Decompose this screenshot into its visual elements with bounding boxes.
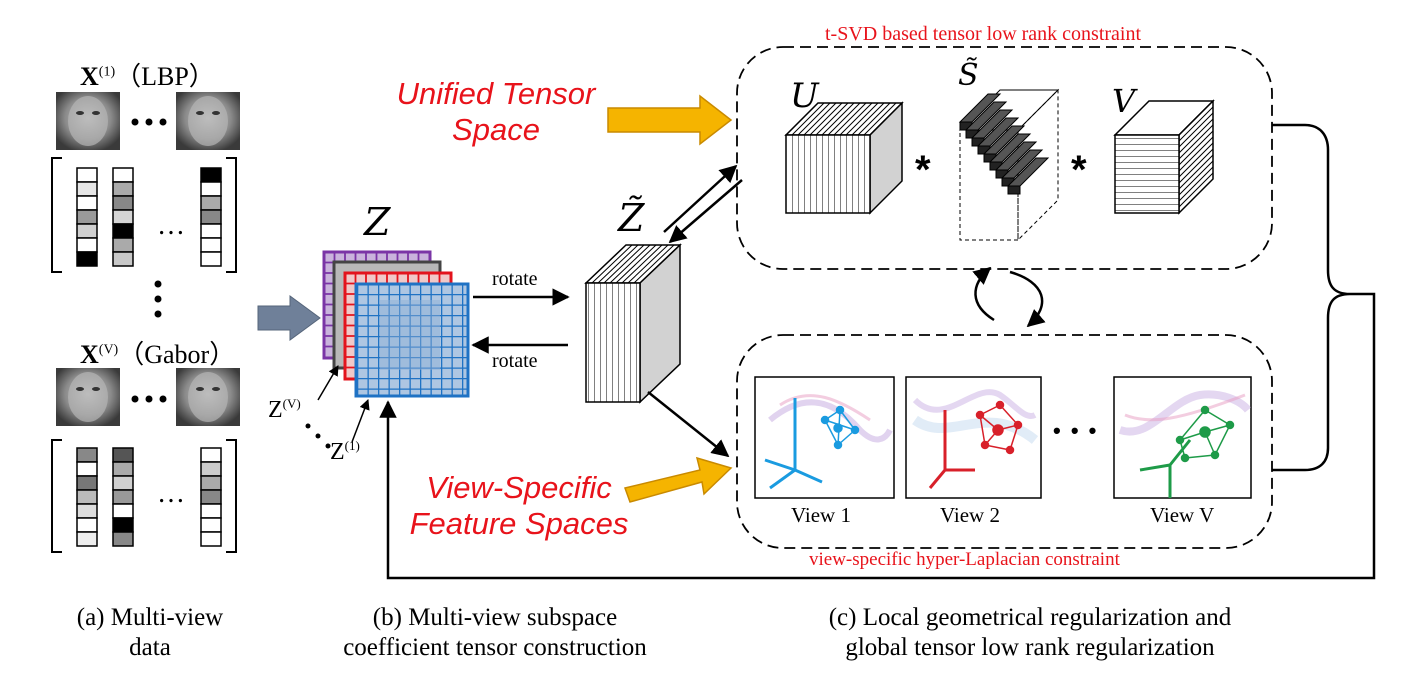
gray-input-arrow xyxy=(257,295,321,341)
view-specific-callout: View-Specific Feature Spaces xyxy=(409,470,629,541)
z-ellipsis-dots xyxy=(305,423,331,449)
tensor-u-cube xyxy=(784,101,904,215)
feature-column-4 xyxy=(76,447,98,547)
unified-tensor-space-callout: Unified Tensor Space xyxy=(396,76,596,147)
curved-arrow-down xyxy=(1009,270,1046,328)
tensor-slice-blue xyxy=(354,282,470,398)
tensor-z-symbol: Z xyxy=(364,200,391,244)
tensor-u-symbol: U xyxy=(790,76,819,116)
unified-space-arrow xyxy=(607,94,733,146)
feature-matrix-lbp xyxy=(51,157,237,273)
column-ellipsis-1: … xyxy=(157,210,185,241)
rotate-label-top: rotate xyxy=(492,268,538,290)
view-v-label: View V xyxy=(1150,503,1215,527)
rotate-label-bottom: rotate xyxy=(492,350,538,372)
view-2-label: View 2 xyxy=(940,503,1000,527)
face-thumbnail-3 xyxy=(56,368,120,426)
tensor-v-symbol: V xyxy=(1112,82,1136,120)
view-panel-2 xyxy=(905,376,1042,499)
caption-c: (c) Local geometrical regularization and… xyxy=(828,604,1232,661)
convolution-star-1: * xyxy=(915,148,931,192)
ellipsis-dots xyxy=(131,118,167,403)
tensor-s-cube xyxy=(958,88,1060,242)
x1-label: X(1)（LBP） xyxy=(80,62,215,91)
tensor-z-tilde-symbol: Z̃ xyxy=(618,196,645,240)
tensor-v-cube xyxy=(1113,99,1215,215)
tensor-z-tilde-cube xyxy=(584,243,682,404)
view-1-label: View 1 xyxy=(791,503,851,527)
tensor-s-symbol: S̃ xyxy=(958,58,979,93)
feature-column-6 xyxy=(200,447,222,547)
feature-column-2 xyxy=(112,167,134,267)
feedback-path xyxy=(379,292,1376,580)
curved-arrow-up xyxy=(972,266,995,322)
view-panel-1 xyxy=(754,376,895,499)
z1-label: Z(1) xyxy=(330,438,360,465)
zv-label: Z(V) xyxy=(268,396,301,423)
feature-matrix-gabor xyxy=(51,439,237,553)
xv-label: X(V)（Gabor） xyxy=(80,340,236,369)
feature-column-5 xyxy=(112,447,134,547)
view-ellipsis: • • • xyxy=(1053,418,1099,443)
hyper-laplacian-title: view-specific hyper-Laplacian constraint xyxy=(809,549,1120,570)
specific-space-arrow xyxy=(624,456,733,503)
feature-column-1 xyxy=(76,167,98,267)
tsvd-constraint-title: t-SVD based tensor low rank constraint xyxy=(825,23,1142,45)
tensor-lowrank-box xyxy=(736,46,1273,270)
hyper-laplacian-box xyxy=(736,334,1273,549)
convolution-star-2: * xyxy=(1071,148,1087,192)
tensor-z-stack xyxy=(322,250,470,398)
face-thumbnail-4 xyxy=(176,368,240,426)
view-panel-v xyxy=(1113,376,1252,499)
face-thumbnail-2 xyxy=(176,92,240,150)
face-thumbnail-1 xyxy=(56,92,120,150)
feature-column-3 xyxy=(200,167,222,267)
right-curly-brace xyxy=(1272,123,1351,472)
column-ellipsis-2: … xyxy=(157,478,185,509)
